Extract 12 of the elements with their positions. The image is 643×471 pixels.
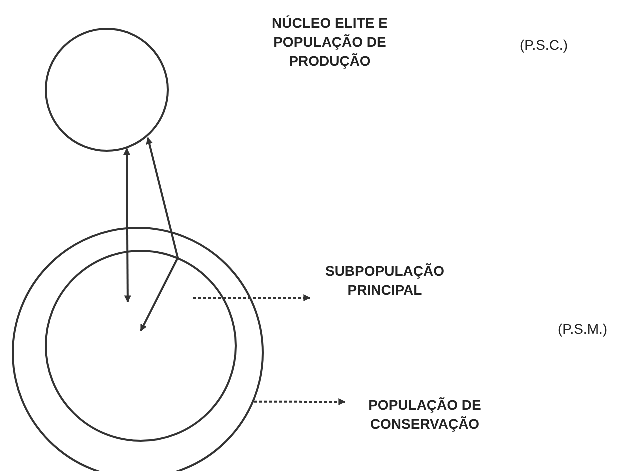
arrow (140, 137, 180, 332)
abbreviation-label: (P.S.C.) (520, 36, 568, 55)
population-circle (12, 227, 264, 471)
arrow (254, 398, 346, 406)
arrow (193, 294, 311, 302)
arrow (124, 148, 132, 303)
population-circle (45, 250, 237, 442)
abbreviation-label: (P.S.M.) (558, 320, 608, 339)
population-circle (45, 28, 169, 152)
node-label: SUBPOPULAÇÃO PRINCIPAL (324, 262, 446, 300)
circle-caption: NÚCLEO ELITE E POPULAÇÃO DE PRODUÇÃO (271, 14, 389, 71)
node-label: POPULAÇÃO DE CONSERVAÇÃO (368, 396, 482, 434)
